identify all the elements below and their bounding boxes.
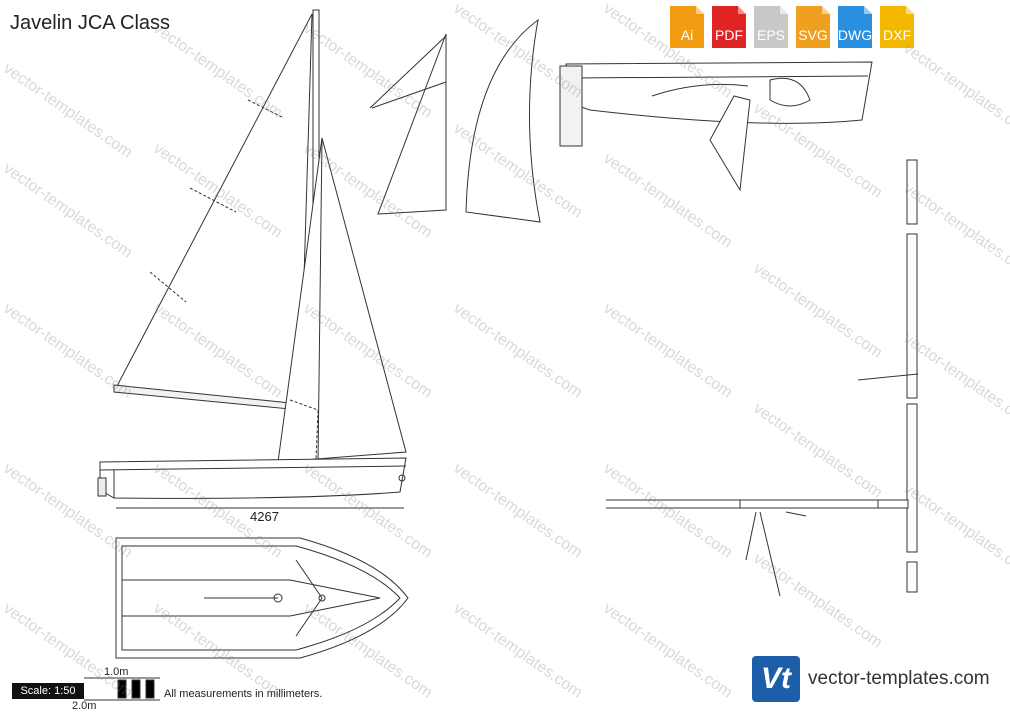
- spar-components: [606, 159, 919, 597]
- svg-format-icon[interactable]: SVG: [794, 4, 832, 50]
- hull-top-view: [115, 537, 409, 659]
- scale-one-meter: 1.0m: [104, 666, 129, 678]
- ai-format-label: Ai: [680, 27, 694, 43]
- length-dimension: 4267: [250, 509, 279, 524]
- hull-profile: [559, 61, 873, 192]
- pdf-format-label: PDF: [715, 27, 743, 43]
- eps-format-icon[interactable]: EPS: [752, 4, 790, 50]
- scale-two-meter: 2.0m: [72, 700, 97, 712]
- brand-logo-icon: Vt: [752, 656, 800, 702]
- scale-bar: [84, 677, 160, 701]
- svg-format-label: SVG: [798, 27, 828, 43]
- dxf-format-label: DXF: [883, 27, 911, 43]
- sail-details: [369, 18, 541, 223]
- eps-format-label: EPS: [756, 27, 785, 43]
- brand[interactable]: Vt vector-templates.com: [752, 656, 990, 702]
- format-badges: Ai PDF EPS SVG DWG DXF: [668, 4, 916, 50]
- dwg-format-icon[interactable]: DWG: [836, 4, 874, 50]
- pdf-format-icon[interactable]: PDF: [710, 4, 748, 50]
- scale-label: Scale: 1:50: [12, 683, 84, 699]
- ai-format-icon[interactable]: Ai: [668, 4, 706, 50]
- measurement-note: All measurements in millimeters.: [164, 688, 323, 700]
- dxf-format-icon[interactable]: DXF: [878, 4, 916, 50]
- brand-name: vector-templates.com: [808, 668, 990, 689]
- side-view: [97, 9, 407, 509]
- dwg-format-label: DWG: [837, 27, 873, 43]
- page-title: Javelin JCA Class: [10, 12, 171, 34]
